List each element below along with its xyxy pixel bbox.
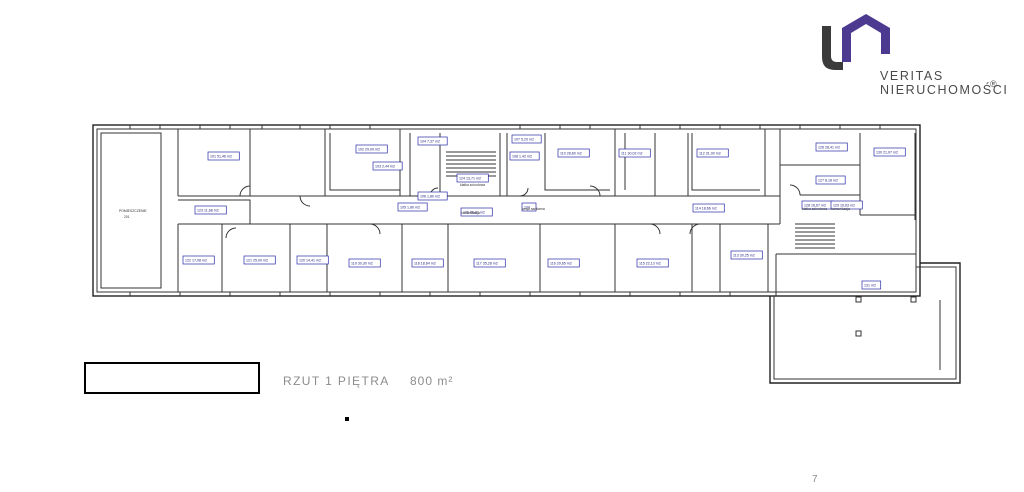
large-room-number: 201 (124, 215, 130, 219)
room-tag-text: 112 31,00 m2 (699, 152, 721, 156)
room-tag-121: 121 25,09 m2 (243, 255, 276, 265)
room-tag-text: 101 51,46 m2 (210, 155, 232, 159)
room-tag-103: 103 2,44 m2 (372, 161, 403, 171)
sub-tags: klatka schodowa komunikacja wnęk sanitarna… (460, 183, 850, 215)
room-tag-text: 127 8,18 m2 (818, 179, 838, 183)
room-tag-text: 121 25,09 m2 (246, 259, 268, 263)
room-tag-126: 126 28,41 m2 (815, 142, 848, 152)
room-tag-127: 127 8,18 m2 (815, 175, 846, 185)
sub-label: komunikacja (461, 211, 480, 215)
room-tag-text: 129 10,63 m2 (833, 204, 855, 208)
room-tag-116: 116 29,65 m2 (547, 258, 580, 268)
page-number: 7 (812, 474, 818, 485)
room-tag-113: 113 30,25 m2 (730, 250, 763, 260)
room-tag-text: 105 1,80 m2 (400, 206, 420, 210)
sub-label: wnęk sanitarna (522, 207, 545, 211)
room-tag-119: 119 30,30 m2 (348, 258, 381, 268)
sub-label: klatka schodowa (460, 183, 485, 187)
room-tag-text: 110 28,60 m2 (560, 152, 582, 156)
large-room-label: POMIESZCZENIE (119, 209, 147, 213)
room-tag-118: 118 18,64 m2 (411, 258, 444, 268)
room-tags: 101 51,46 m2 102 29,09 m2 103 2,44 m2 104 7… (182, 134, 906, 290)
room-tag-text: 128 16,67 m2 (804, 204, 826, 208)
veritas-logo-icon (822, 14, 890, 70)
room-tag-130: 130 21,07 m2 (873, 147, 906, 157)
room-tag-125: 125 66,81 m2 (460, 207, 493, 217)
floor-label-box (84, 362, 260, 394)
room-tag-text: 120 14,41 m2 (299, 259, 321, 263)
right-wing (769, 253, 961, 384)
room-tag-text: 131 m2 (864, 284, 876, 288)
room-tag-text: 124 13,71 m2 (459, 177, 481, 181)
room-tag-text: 118 18,64 m2 (414, 262, 436, 266)
brand-subtitle: NIERUCHOMOŚCI (880, 83, 1009, 97)
room-tag-text: 103 2,44 m2 (375, 165, 395, 169)
room-tag-text: 109 (524, 206, 530, 210)
room-tag-text: 115 22,13 m2 (639, 262, 661, 266)
room-tag-text: 123 11,68 m2 (197, 209, 219, 213)
room-tag-text: 102 29,09 m2 (358, 148, 380, 152)
room-tag-106: 106 1,80 m2 (417, 191, 448, 201)
room-tag-text: 106 1,80 m2 (420, 195, 440, 199)
room-tag-text: 108 1,42 m2 (512, 155, 532, 159)
room-tag-131: 131 m2 (861, 280, 882, 290)
room-tag-text: 130 21,07 m2 (876, 151, 898, 155)
logo-dark-shape (822, 26, 843, 70)
room-tag-122: 122 17,08 m2 (182, 255, 215, 265)
room-tag-text: 122 17,08 m2 (185, 259, 207, 263)
room-tag-text: 113 30,25 m2 (733, 254, 755, 258)
main-outline (92, 124, 921, 297)
room-tag-111: 111 30,02 m2 (618, 148, 651, 158)
brand-name: VERITAS (880, 69, 944, 83)
room-tag-104: 104 7,37 m2 (417, 136, 448, 146)
marker-dot (345, 417, 349, 421)
room-tag-115: 115 22,13 m2 (636, 258, 669, 268)
room-tag-110: 110 28,60 m2 (557, 148, 590, 158)
room-tag-102: 102 29,09 m2 (355, 144, 388, 154)
room-tag-105: 105 1,80 m2 (397, 202, 428, 212)
room-tag-text: 111 30,02 m2 (621, 152, 642, 156)
staircase-right (795, 223, 835, 249)
room-tag-112: 112 31,00 m2 (696, 148, 729, 158)
room-tag-text: 116 29,65 m2 (550, 262, 572, 266)
room-tag-text: 107 5,20 m2 (514, 138, 534, 142)
room-tag-101: 101 51,46 m2 (207, 151, 240, 161)
room-tag-114: 114 18,66 m2 (692, 203, 725, 213)
logo-accent-shape (842, 14, 890, 62)
room-tag-text: 119 30,30 m2 (351, 262, 373, 266)
room-tag-text: 117 35,28 m2 (476, 262, 498, 266)
registered-mark: ® (990, 79, 997, 89)
room-tag-text: 126 28,41 m2 (818, 146, 840, 150)
room-tag-text: 114 18,66 m2 (695, 207, 717, 211)
sub-label: klatka schodowa (802, 207, 827, 211)
room-tag-109: 109 (521, 202, 537, 212)
room-tag-117: 117 35,28 m2 (473, 258, 506, 268)
room-tag-text: 104 7,37 m2 (420, 140, 440, 144)
room-tag-107: 107 5,20 m2 (511, 134, 542, 144)
floor-area: 800 m² (410, 374, 454, 388)
room-tag-text: 125 66,81 m2 (463, 211, 485, 215)
room-tag-124: 124 13,71 m2 (456, 173, 489, 183)
floor-title: RZUT 1 PIĘTRA (283, 374, 390, 388)
room-tag-129: 129 10,63 m2 (830, 200, 863, 210)
large-room-201 (100, 132, 162, 289)
room-tag-123: 123 11,68 m2 (194, 205, 227, 215)
room-tag-108: 108 1,42 m2 (509, 151, 540, 161)
sub-label: komunikacja (831, 207, 850, 211)
staircase-top (446, 151, 496, 177)
room-tag-120: 120 14,41 m2 (296, 255, 329, 265)
